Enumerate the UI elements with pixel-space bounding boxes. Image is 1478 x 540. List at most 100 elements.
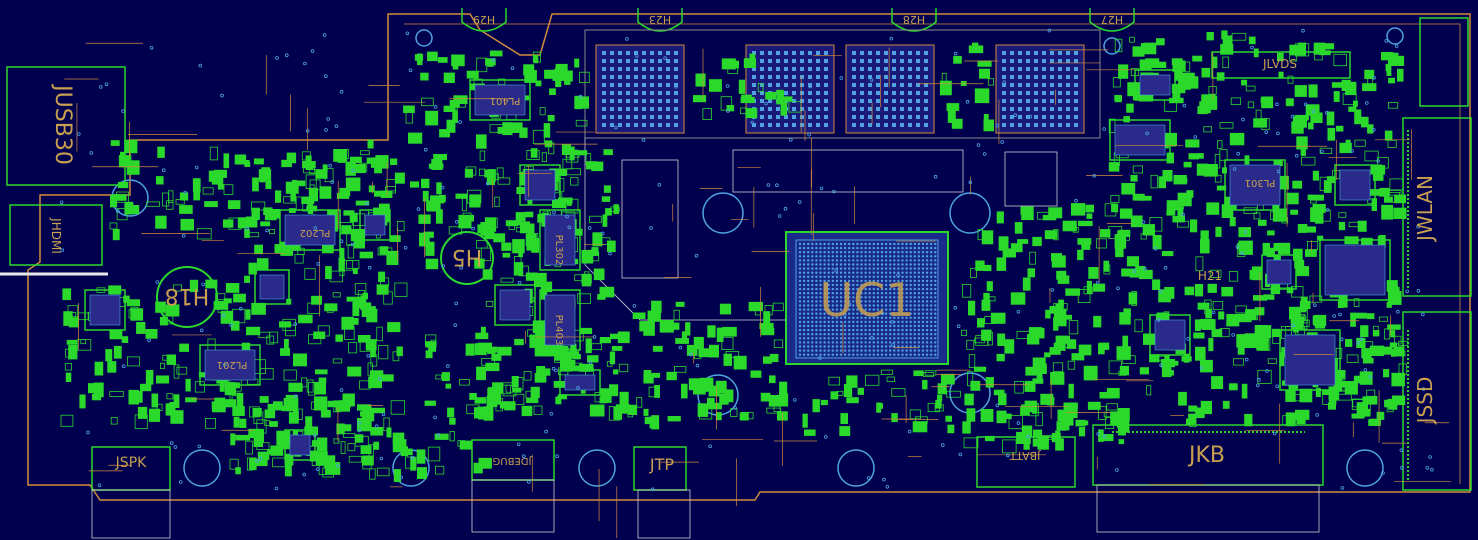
cpu-ball <box>852 308 855 311</box>
via <box>365 201 369 206</box>
cpu-ball <box>901 275 904 278</box>
memory-ball <box>650 99 654 103</box>
cpu-ball <box>827 292 830 295</box>
cpu-ball <box>876 312 880 315</box>
smd-pad <box>962 284 972 298</box>
memory-ball <box>892 67 896 71</box>
smd-pad <box>311 295 323 305</box>
smd-pad <box>927 402 940 413</box>
cpu-ball <box>905 328 908 332</box>
smd-pad <box>494 196 500 207</box>
cpu-ball <box>823 246 826 250</box>
smd-pad <box>498 78 506 86</box>
smd-pad <box>702 108 713 120</box>
smd-pad <box>1384 328 1391 340</box>
via <box>807 132 811 137</box>
smd-pad <box>485 362 500 372</box>
smd-pad <box>107 361 117 373</box>
smd-pad <box>370 426 384 436</box>
via <box>1235 245 1240 249</box>
ic-footprint <box>494 284 536 326</box>
smd-pad <box>110 140 120 146</box>
cpu-ball <box>934 353 937 356</box>
smd-pad <box>924 370 937 376</box>
smd-pad <box>605 208 612 216</box>
cpu-ball <box>856 246 859 250</box>
smd-pad <box>1386 280 1398 292</box>
smd-pad <box>804 429 816 436</box>
cpu-ball <box>872 255 875 258</box>
smd-pad <box>446 119 456 133</box>
label-h18: H18 <box>165 283 210 308</box>
cpu-ball <box>839 287 843 291</box>
cpu-ball <box>864 320 867 324</box>
cpu-ball <box>868 246 871 250</box>
memory-ball <box>760 67 764 71</box>
smd-pad <box>1383 346 1393 355</box>
cpu-ball <box>884 349 888 352</box>
cpu-ball <box>872 353 875 356</box>
memory-ball <box>884 51 888 55</box>
smd-pad <box>121 336 129 344</box>
smd-pad <box>1118 423 1126 436</box>
smd-pad <box>1366 395 1378 405</box>
cpu-ball <box>819 320 822 324</box>
cpu-ball <box>835 296 839 299</box>
cpu-ball <box>843 353 847 356</box>
smd-pad <box>1294 114 1309 121</box>
memory-ball <box>1050 91 1054 95</box>
cpu-ball <box>815 246 818 250</box>
smd-pad <box>425 341 437 348</box>
memory-ball <box>816 59 820 63</box>
cpu-ball <box>905 333 908 336</box>
smd-pad <box>599 286 615 298</box>
cpu-ball <box>913 271 916 274</box>
cpu-ball <box>843 263 847 266</box>
smd-pad <box>1177 220 1190 228</box>
cpu-ball <box>872 333 875 336</box>
smd-pad <box>1258 219 1267 226</box>
smd-pad <box>485 300 494 307</box>
smd-pad <box>335 334 343 342</box>
cpu-ball <box>852 267 855 270</box>
cpu-ball <box>848 259 851 262</box>
smd-pad <box>760 392 771 402</box>
cpu-ball <box>839 296 843 299</box>
cpu-ball <box>807 308 810 311</box>
smd-pad <box>1031 403 1038 414</box>
smd-pad <box>504 401 516 411</box>
smd-pad <box>359 150 370 156</box>
cpu-ball <box>848 242 851 246</box>
smd-pad <box>333 400 341 413</box>
smd-pad <box>91 393 102 401</box>
cpu-ball <box>889 349 892 352</box>
smd-pad <box>361 306 376 318</box>
via <box>565 214 569 219</box>
cpu-ball <box>798 255 802 258</box>
cpu-ball <box>872 242 875 246</box>
cpu-ball <box>925 292 929 295</box>
smd-pad <box>1256 336 1269 351</box>
smd-pad <box>530 386 540 399</box>
via <box>649 226 653 230</box>
smd-pad <box>719 303 732 315</box>
cpu-ball <box>848 296 851 299</box>
smd-pad <box>1056 270 1067 280</box>
smd-pad <box>1335 125 1344 132</box>
memory-ball-grid <box>602 51 1078 127</box>
cpu-ball <box>913 283 916 287</box>
memory-ball <box>876 51 880 55</box>
memory-ball <box>650 67 654 71</box>
cpu-ball <box>901 345 904 348</box>
smd-pad <box>667 415 681 422</box>
via <box>775 183 779 188</box>
via <box>1276 131 1280 136</box>
via <box>161 168 166 173</box>
smd-pad <box>723 353 733 366</box>
memory-ball <box>1050 83 1054 87</box>
memory-ball <box>868 99 872 103</box>
cpu-ball <box>802 251 806 254</box>
memory-ball <box>610 59 614 63</box>
smd-pad <box>233 293 246 303</box>
cpu-ball <box>819 251 822 254</box>
